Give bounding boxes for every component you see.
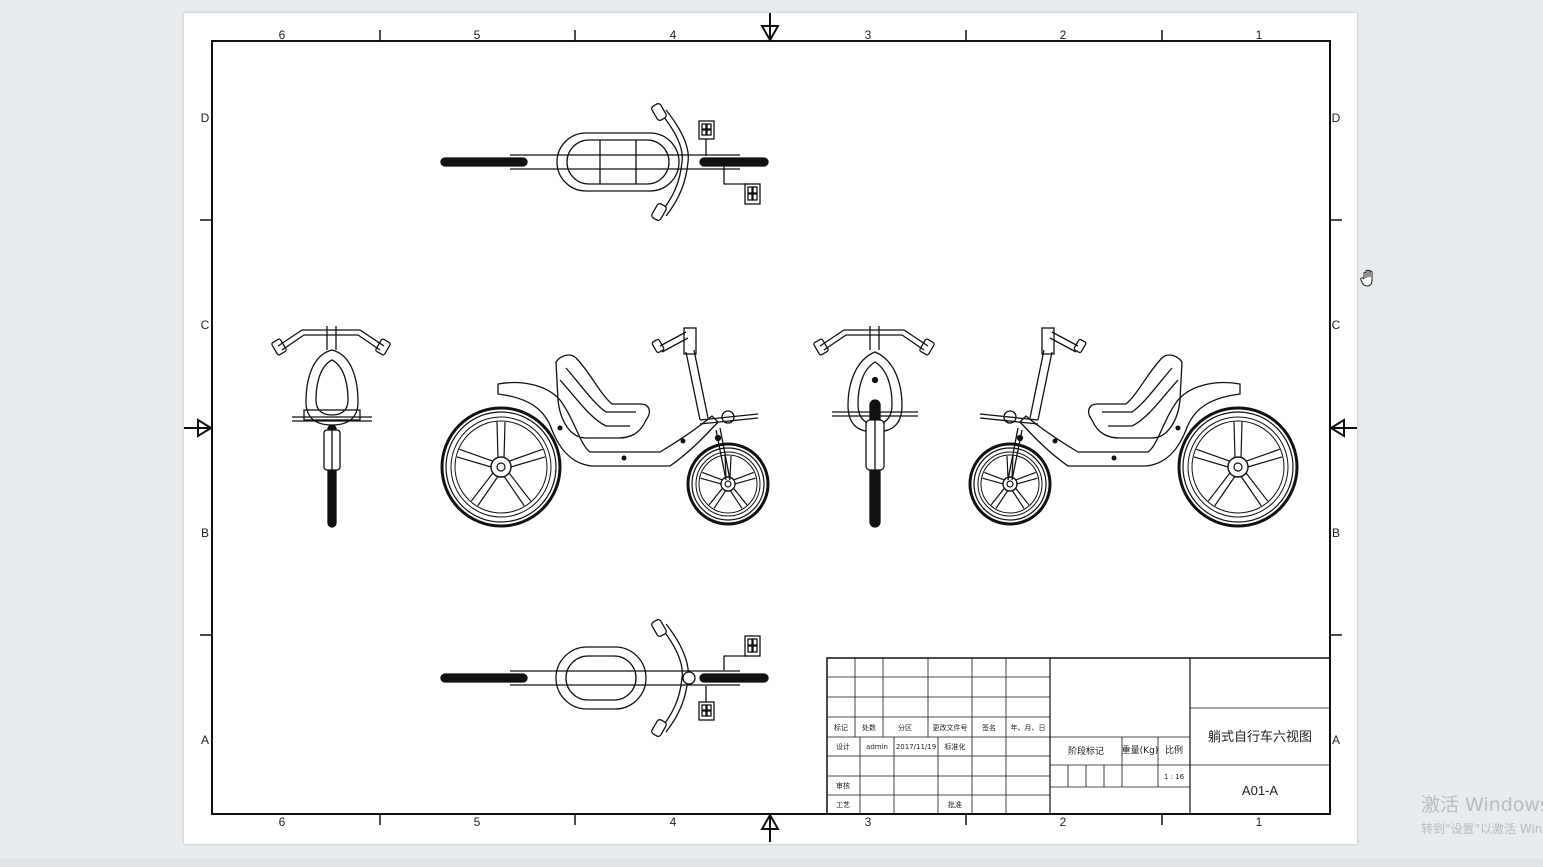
zone-label: D [201, 111, 210, 125]
tb-standardize-label: 标准化 [945, 742, 966, 751]
column-labels-bottom: 6 5 4 3 2 1 [279, 815, 1263, 829]
activation-watermark: 激活 Windows 转到"设置"以激活 Windows。 [1421, 790, 1543, 837]
bicycle-bottom-view[interactable] [440, 619, 769, 738]
zone-ticks [200, 30, 1342, 825]
zone-label: 6 [279, 815, 286, 829]
zone-label: 5 [474, 28, 481, 42]
tb-designer: admin [866, 743, 888, 751]
tb-drawing-title: 躺式自行车六视图 [1208, 729, 1312, 745]
zone-label: B [201, 526, 209, 540]
zone-label: C [201, 318, 210, 332]
centering-marks [184, 13, 1357, 842]
zone-label: D [1332, 111, 1341, 125]
tb-scale-label: 比例 [1165, 744, 1183, 756]
drawing-sheet[interactable]: 6 5 4 3 2 1 6 5 4 3 2 1 D C B A D C B A [184, 13, 1357, 844]
bicycle-rear-view[interactable] [813, 326, 935, 528]
zone-label: 3 [865, 28, 872, 42]
zone-label: 3 [865, 815, 872, 829]
bicycle-right-side-view[interactable] [968, 327, 1299, 528]
tb-approve-label: 批准 [948, 800, 962, 809]
zone-label: 2 [1060, 815, 1067, 829]
watermark-title: 激活 Windows [1421, 794, 1543, 816]
drawing-canvas: 6 5 4 3 2 1 6 5 4 3 2 1 D C B A D C B A [184, 13, 1357, 842]
tb-review-label: 审核 [836, 781, 850, 790]
hand-cursor-icon [1360, 269, 1373, 287]
zone-label: 4 [670, 28, 677, 42]
bicycle-front-view[interactable] [271, 326, 391, 528]
bicycle-top-view[interactable] [440, 103, 769, 222]
tb-rev-header: 标记 [834, 723, 848, 732]
tb-rev-header: 处数 [862, 723, 876, 732]
tb-scale-value: 1 : 16 [1164, 773, 1185, 781]
tb-weight-label: 重量(Kg) [1122, 744, 1159, 756]
tb-rev-header: 分区 [898, 723, 912, 732]
tb-rev-header: 年、月、日 [1011, 723, 1046, 732]
zone-label: 2 [1060, 28, 1067, 42]
tb-drawing-code: A01-A [1242, 783, 1278, 798]
zone-label: 6 [279, 28, 286, 42]
zone-label: A [201, 733, 209, 747]
zone-label: C [1332, 318, 1341, 332]
tb-date: 2017/11/19 [896, 743, 936, 751]
row-labels-right: D C B A [1332, 111, 1341, 747]
row-labels-left: D C B A [201, 111, 210, 747]
tb-stage-label: 阶段标记 [1068, 745, 1104, 757]
zone-label: 4 [670, 815, 677, 829]
watermark-subtitle: 转到"设置"以激活 Windows。 [1421, 822, 1543, 836]
status-strip [0, 858, 1543, 867]
tb-design-label: 设计 [836, 742, 850, 751]
tb-rev-header: 签名 [982, 723, 996, 732]
tb-rev-header: 更改文件号 [933, 723, 968, 732]
zone-label: 1 [1256, 28, 1263, 42]
zone-label: A [1332, 733, 1340, 747]
bicycle-left-side-view[interactable] [440, 327, 770, 528]
tb-process-label: 工艺 [836, 801, 850, 809]
zone-label: 1 [1256, 815, 1263, 829]
zone-label: B [1332, 526, 1340, 540]
title-block: 标记 处数 分区 更改文件号 签名 年、月、日 设计 admin 2017/11… [826, 657, 1331, 815]
column-labels-top: 6 5 4 3 2 1 [279, 28, 1263, 42]
zone-label: 5 [474, 815, 481, 829]
